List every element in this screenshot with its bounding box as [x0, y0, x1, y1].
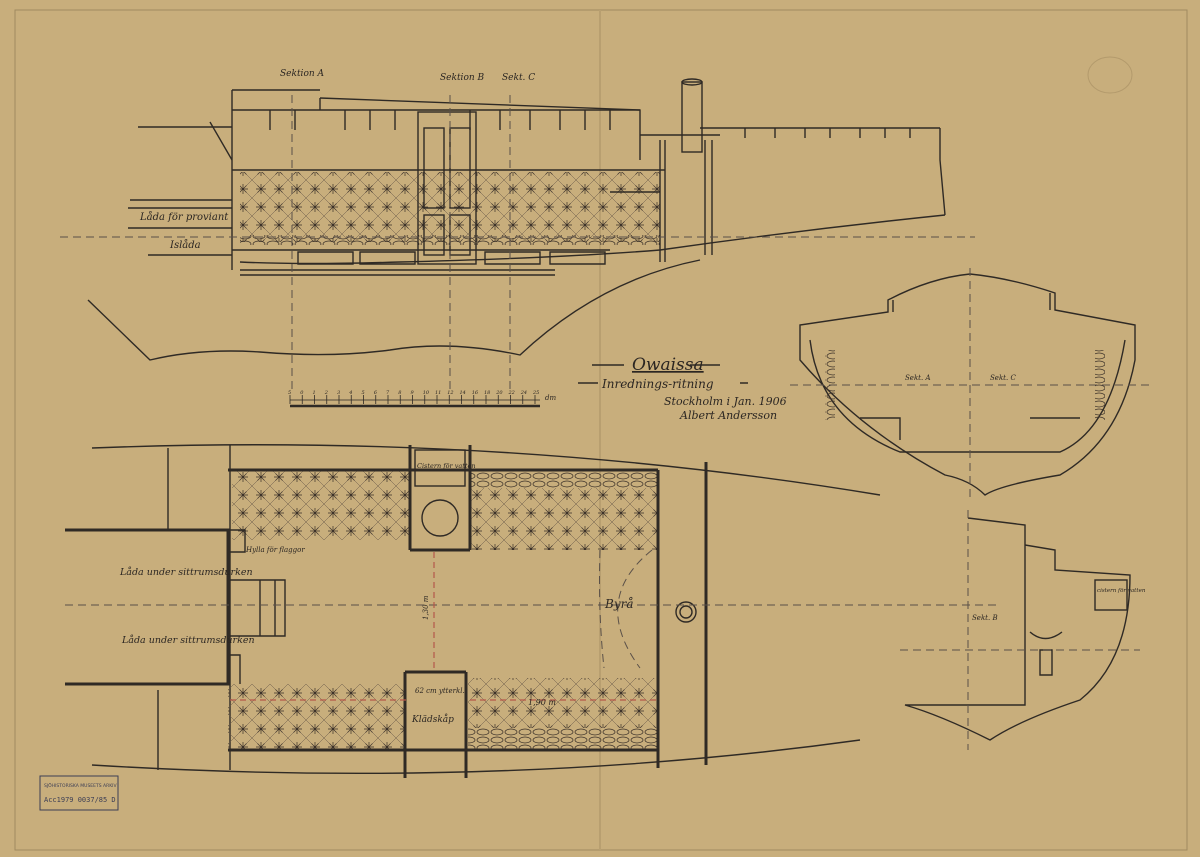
funnel-vent	[681, 81, 703, 153]
scale-tick-label: 25	[532, 390, 539, 396]
title-block: Owaissa Inrednings-ritning Stockholm i J…	[578, 355, 787, 422]
dim-width: 1,30 m	[422, 595, 430, 620]
scale-tick-label: 8	[398, 390, 401, 396]
scale-tick-label: 2	[324, 390, 328, 396]
label-provision-locker: Låda för proviant	[139, 211, 229, 223]
scale-tick-label: 11	[435, 390, 441, 396]
section-a-label: Sekt. A	[905, 374, 931, 382]
dim-length: 1,90 m	[528, 698, 556, 707]
place-date: Stockholm i Jan. 1906	[664, 395, 787, 408]
deck-beams	[269, 110, 911, 138]
label-flag-shelf: Hylla för flaggor	[245, 546, 305, 554]
cabin-door	[417, 111, 477, 265]
scale-tick-label: 1	[313, 390, 316, 396]
section-b-label: Sekt. B	[972, 614, 998, 622]
section-c-label: Sekt. C	[990, 374, 1016, 382]
scale-tick-label: 16	[472, 390, 479, 396]
stamp-number: Acc1979 0037/85 D	[44, 796, 116, 804]
scale-tick-label: 6	[374, 390, 378, 396]
scale-tick-label: 18	[484, 390, 490, 396]
section-label-a: Sektion A	[280, 69, 325, 79]
label-locker-upper: Låda under sittrumsdurken	[119, 566, 253, 578]
water-cistern	[414, 449, 466, 487]
section-cistern-label: cistern för vatten	[1097, 588, 1146, 594]
cross-section-b: Sekt. B cistern för vatten	[900, 510, 1146, 750]
scale-tick-label: 12	[447, 390, 453, 396]
longitudinal-elevation: Sektion A Sektion B Sekt. C Låda för pro…	[60, 69, 975, 390]
scale-tick-label: 4	[348, 390, 352, 396]
label-ice-box: Islåda	[169, 239, 201, 251]
scale-tick-label: 7	[386, 390, 390, 396]
author-signature: Albert Andersson	[679, 409, 777, 422]
scale-tick-label: 20	[495, 390, 503, 396]
scale-tick-label: 3	[337, 390, 340, 396]
label-dresser: Byrå	[604, 596, 634, 611]
section-cistern	[1094, 579, 1128, 611]
vessel-name: Owaissa	[632, 355, 704, 375]
dim-door: 62 cm ytterkl.	[415, 687, 465, 695]
scale-tick-label: 14	[460, 390, 466, 396]
scale-tick-label: 22	[508, 390, 515, 396]
scale-tick-label: 5	[362, 390, 365, 396]
cross-section-a-c: Sekt. A Sekt. C	[790, 268, 1150, 500]
section-label-b: Sektion B	[440, 73, 485, 83]
cistern-hatch	[421, 499, 459, 537]
scale-unit: dm	[545, 394, 556, 402]
stamp-header: SJÖHISTORISKA MUSEETS ARKIV	[44, 782, 118, 789]
deck-plan: Låda under sittrumsdurken Låda under sit…	[65, 444, 1000, 778]
label-wardrobe: Klädskåp	[411, 713, 454, 725]
scale-tick-label: 9	[411, 390, 415, 396]
settee-plan-port	[232, 470, 410, 540]
faint-stamp-mark	[1087, 56, 1133, 94]
mast-step	[675, 601, 697, 623]
settee-plan-starboard	[228, 684, 406, 750]
scale-tick-label: 24	[520, 390, 527, 396]
section-label-c: Sekt. C	[502, 73, 535, 83]
scale-tick-label: 10	[423, 390, 430, 396]
scale-tick-label: 5	[288, 390, 291, 396]
label-cistern: Cistern för vatten	[417, 462, 476, 470]
archive-stamp: SJÖHISTORISKA MUSEETS ARKIV Acc1979 0037…	[39, 775, 119, 811]
label-locker-lower: Låda under sittrumsdurken	[121, 634, 255, 646]
scale-tick-label: 0	[300, 390, 304, 396]
drawing-type: Inrednings-ritning	[601, 377, 714, 391]
